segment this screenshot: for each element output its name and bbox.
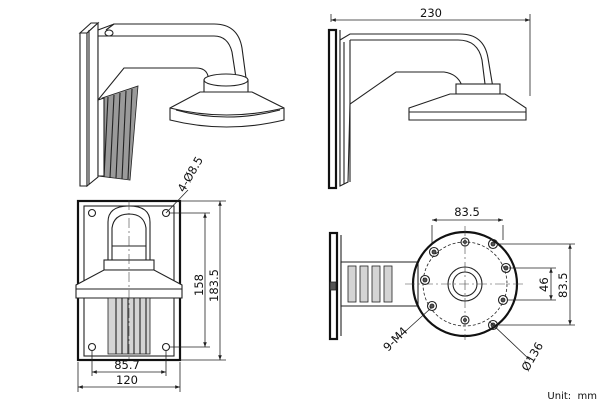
isometric-view — [78, 21, 285, 188]
dim-diameter-136: Ø136 — [518, 340, 546, 374]
front-view — [75, 189, 226, 392]
dim-width-120: 120 — [116, 373, 138, 387]
dim-screws-9-m4: 9-M4 — [380, 324, 410, 354]
dim-height-158: 158 — [192, 274, 206, 296]
units-label: Unit: mm — [547, 391, 597, 402]
side-view — [327, 14, 531, 190]
dim-top-83-5: 83.5 — [454, 205, 480, 219]
dim-holes-label: 4-Ø8.5 — [174, 154, 206, 195]
dim-side-83-5: 83.5 — [556, 272, 570, 298]
dim-hole-spacing-85-7: 85.7 — [114, 358, 140, 372]
dim-width-230: 230 — [420, 6, 442, 20]
dim-height-183-5: 183.5 — [207, 269, 221, 302]
bottom-view — [328, 218, 575, 361]
dim-46: 46 — [537, 277, 551, 292]
